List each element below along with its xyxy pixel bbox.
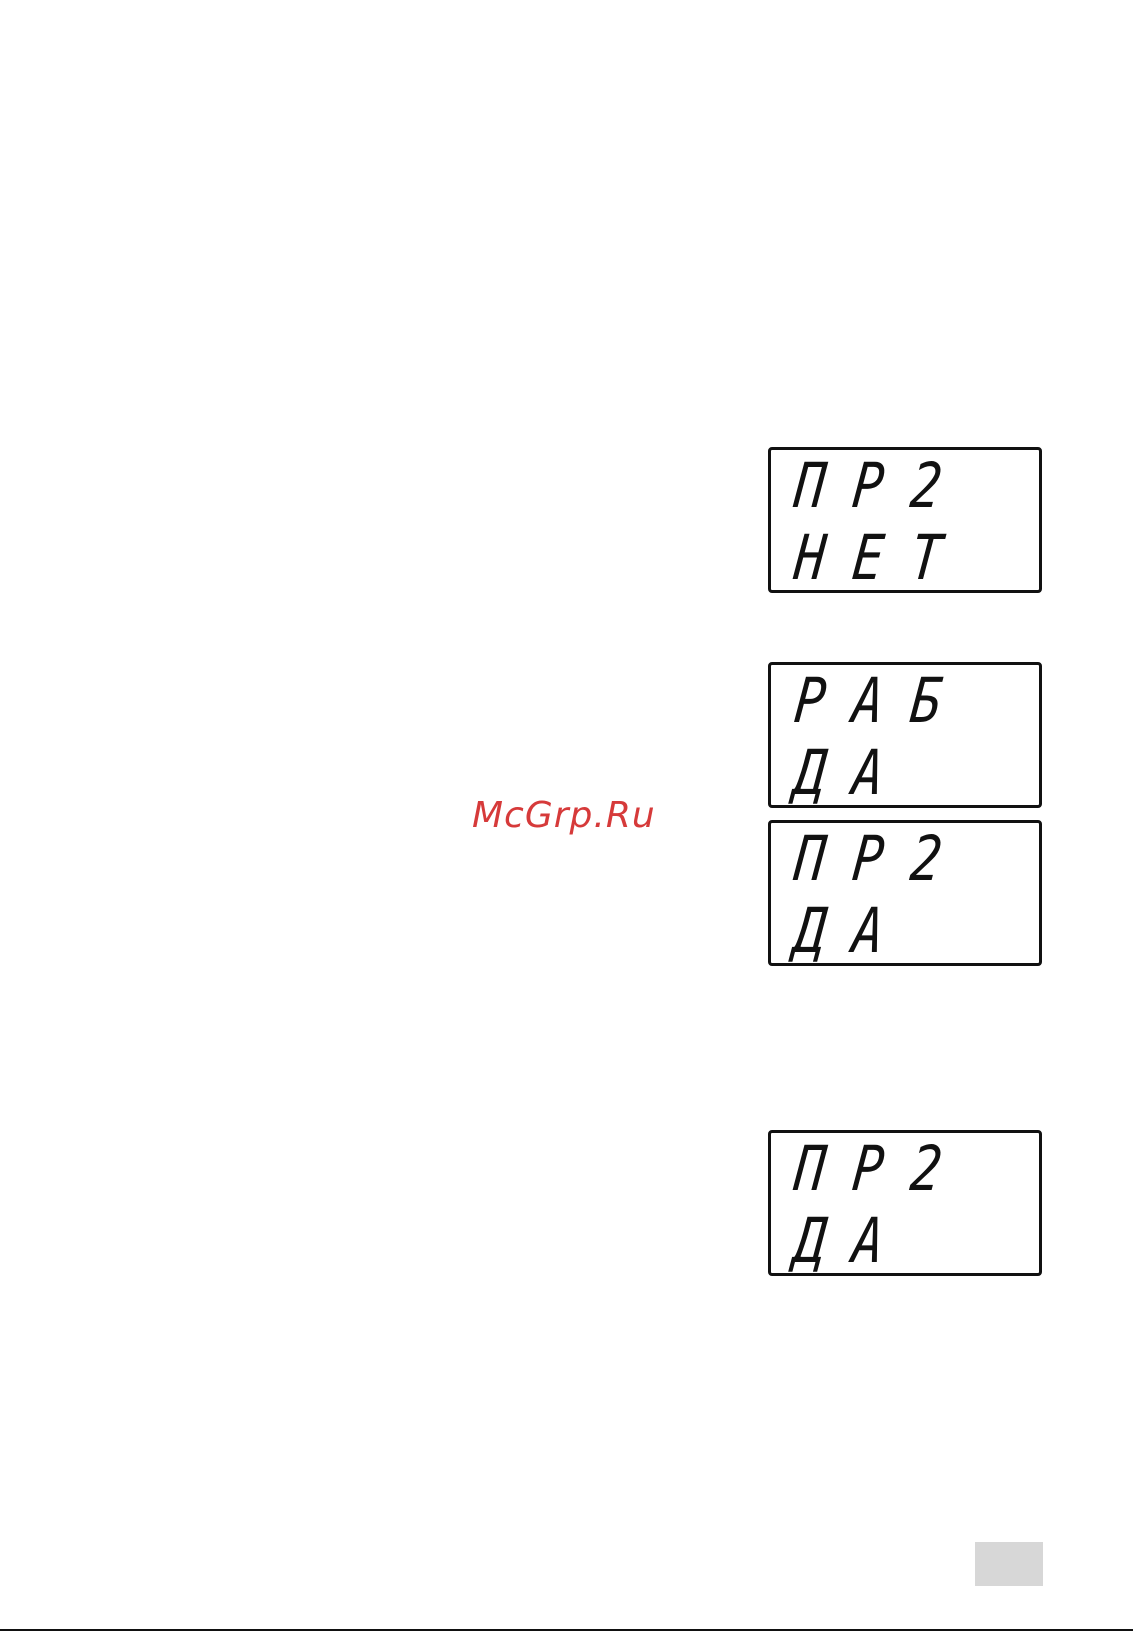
lcd-line-2: Д А (795, 743, 911, 803)
lcd-char: А (850, 743, 904, 803)
lcd-display-3: П Р 2 Д А (768, 820, 1042, 966)
watermark-text: McGrp.Ru (472, 795, 656, 836)
lcd-char: Д (792, 743, 846, 803)
lcd-char: Р (792, 671, 846, 731)
lcd-char: Е (850, 528, 904, 588)
lcd-char: Р (850, 1139, 904, 1199)
lcd-char: Т (908, 528, 962, 588)
lcd-char: А (850, 901, 904, 961)
lcd-char: П (792, 829, 846, 889)
lcd-char: Р (850, 829, 904, 889)
lcd-line-1: Р А Б (795, 671, 969, 731)
lcd-line-1: П Р 2 (795, 1139, 969, 1199)
lcd-char: П (792, 1139, 846, 1199)
lcd-line-2: Д А (795, 901, 911, 961)
lcd-display-2: Р А Б Д А (768, 662, 1042, 808)
lcd-display-4: П Р 2 Д А (768, 1130, 1042, 1276)
lcd-char: Б (908, 671, 962, 731)
lcd-char: А (850, 1211, 904, 1271)
lcd-line-2: Д А (795, 1211, 911, 1271)
lcd-char: Р (850, 456, 904, 516)
lcd-char: 2 (908, 829, 962, 889)
lcd-line-1: П Р 2 (795, 456, 969, 516)
lcd-char: Д (792, 901, 846, 961)
bottom-divider (0, 1629, 1133, 1631)
lcd-display-1: П Р 2 Н Е Т (768, 447, 1042, 593)
lcd-char: П (792, 456, 846, 516)
lcd-char: А (850, 671, 904, 731)
lcd-char: Д (792, 1211, 846, 1271)
lcd-char: 2 (908, 456, 962, 516)
lcd-line-1: П Р 2 (795, 829, 969, 889)
lcd-char: Н (792, 528, 846, 588)
lcd-char: 2 (908, 1139, 962, 1199)
page-number-tab (975, 1542, 1043, 1586)
lcd-line-2: Н Е Т (795, 528, 969, 588)
